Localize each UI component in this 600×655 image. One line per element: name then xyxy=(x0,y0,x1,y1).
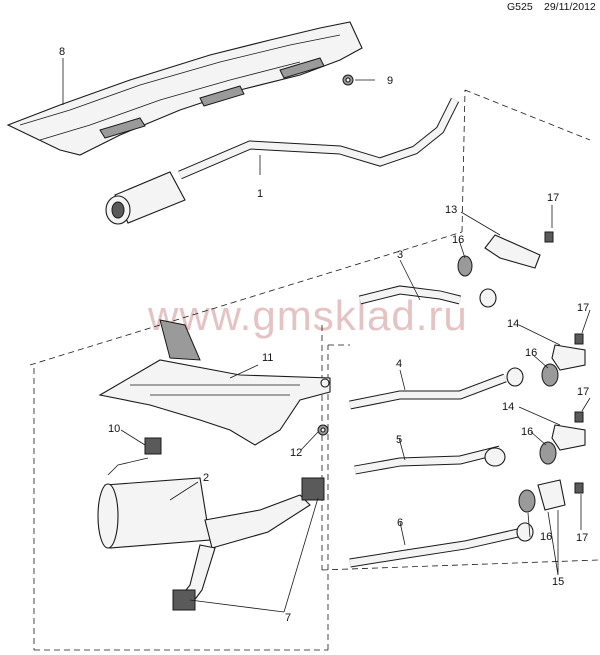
callout-16c: 16 xyxy=(521,426,533,438)
callout-17d: 17 xyxy=(576,532,588,544)
callout-17a: 17 xyxy=(547,192,559,204)
watermark: www.gmsklad.ru xyxy=(148,292,468,339)
callout-9: 9 xyxy=(387,75,393,87)
bracket-part-13 xyxy=(484,234,541,269)
callout-17c: 17 xyxy=(577,386,589,398)
clamp-part-7 xyxy=(172,477,325,611)
callout-17b: 17 xyxy=(577,302,589,314)
callout-labels: 1 2 3 4 5 6 7 8 9 10 11 12 13 14 14 15 1… xyxy=(59,46,589,624)
callout-10: 10 xyxy=(108,423,120,435)
callout-11: 11 xyxy=(262,352,273,364)
tail-pipe-part-5 xyxy=(354,445,506,475)
callout-13: 13 xyxy=(445,204,457,216)
rear-muffler-part-2 xyxy=(97,477,311,607)
tail-pipe-part-4 xyxy=(349,367,524,410)
callout-14a: 14 xyxy=(507,318,519,330)
tail-pipe-part-6 xyxy=(349,522,534,568)
callout-14b: 14 xyxy=(502,401,514,413)
callout-15: 15 xyxy=(552,576,564,588)
boundary-rear-group xyxy=(33,325,599,651)
callout-16a: 16 xyxy=(452,234,464,246)
rubber-mount-part-16 xyxy=(457,255,559,513)
callout-6: 6 xyxy=(397,517,403,529)
callout-16d: 16 xyxy=(540,531,552,543)
callout-4: 4 xyxy=(396,358,402,370)
front-pipe-part-1 xyxy=(105,97,460,225)
bracket-part-14 xyxy=(551,344,586,451)
tail-pipe-part-3 xyxy=(358,285,497,308)
callout-3: 3 xyxy=(397,249,403,261)
nut-part-9 xyxy=(342,74,354,86)
boundary-front-group xyxy=(29,89,591,366)
bracket-part-15 xyxy=(537,479,566,511)
callout-1: 1 xyxy=(257,188,263,200)
diagram-code: G525 xyxy=(507,1,533,13)
callout-7: 7 xyxy=(285,612,291,624)
crossmember-part-11 xyxy=(98,319,331,446)
nut-part-12 xyxy=(317,424,329,436)
callout-16b: 16 xyxy=(525,347,537,359)
callout-12: 12 xyxy=(290,447,302,459)
diagram-date: 29/11/2012 xyxy=(544,1,596,13)
leader-lines xyxy=(62,58,591,613)
callout-5: 5 xyxy=(396,434,402,446)
callout-8: 8 xyxy=(59,46,65,58)
heat-shield-part-8 xyxy=(6,21,363,156)
hanger-part-10 xyxy=(107,437,162,476)
callout-2: 2 xyxy=(203,472,209,484)
bolt-part-17 xyxy=(544,231,584,494)
